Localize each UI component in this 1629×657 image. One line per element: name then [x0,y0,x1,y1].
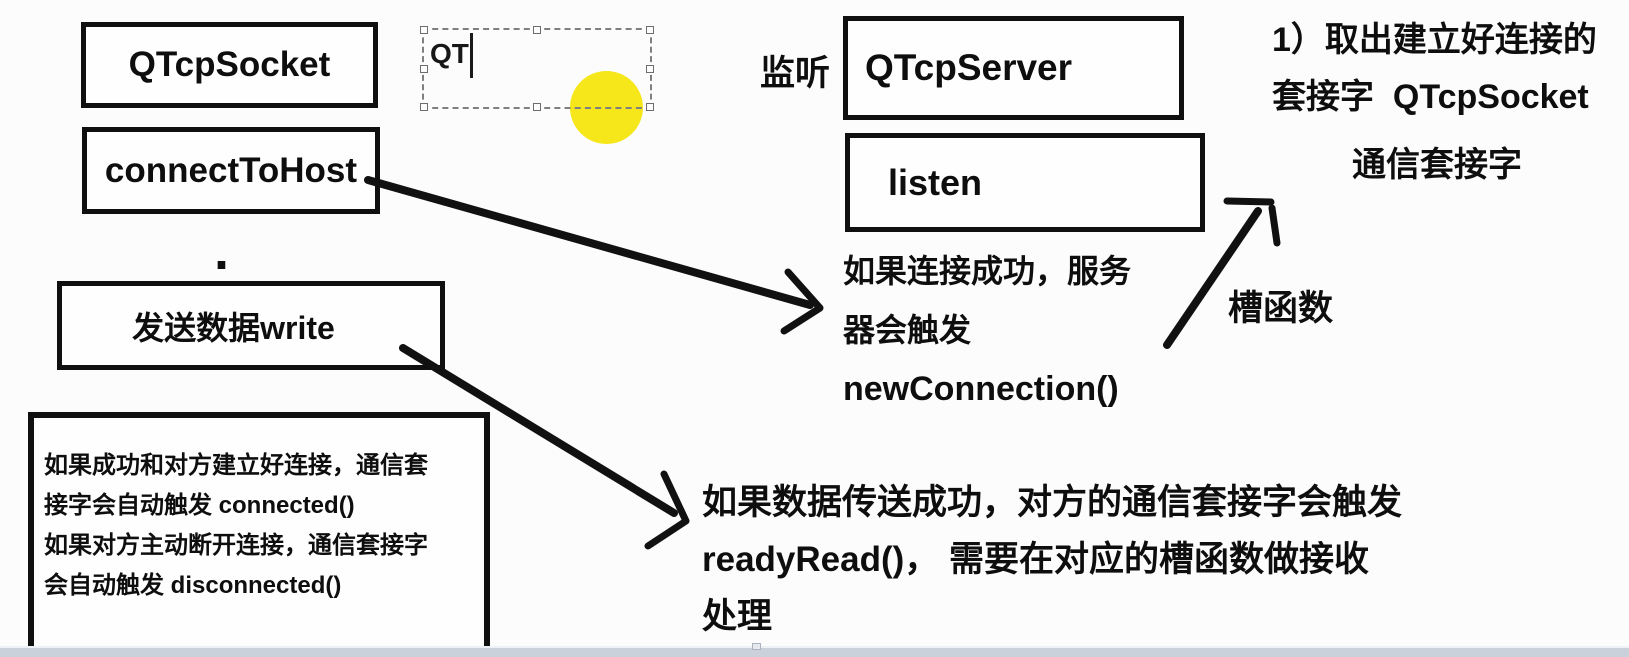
stray-period-mark: . [214,221,230,281]
connecttohost-label: connectToHost [104,150,358,190]
socket-signals-note-box: 如果成功和对方建立好连接，通信套 接字会自动触发 connected() 如果对… [28,412,490,657]
qtcpsocket-box: QTcpSocket [81,22,378,108]
text-cursor [470,33,473,78]
qtcpserver-label: QTcpServer [865,47,1073,88]
trigger-note-line-1: 如果连接成功，服务 [843,253,1132,289]
accept-note-line-2: 套接字 QTcpSocket [1272,78,1589,116]
listen-label: listen [888,161,983,203]
receive-note: 如果数据传送成功，对方的通信套接字会触发 readyRead()， 需要在对应的… [702,474,1402,645]
resize-handle-bottom-right[interactable] [646,103,654,111]
send-write-label: 发送数据write [132,309,335,346]
connecttohost-box: connectToHost [82,127,380,214]
receive-note-line-3: 处理 [702,597,773,636]
listen-tag-label: 监听 [760,54,831,93]
accept-note-line-1: 1）取出建立好连接的 [1272,21,1597,59]
listen-box: listen [845,133,1205,232]
resize-handle-middle-left[interactable] [420,64,428,73]
socket-note-line-3: 如果对方主动断开连接，通信套接字 [44,532,428,559]
horizontal-scrollbar[interactable] [0,643,1629,657]
resize-handle-top-left[interactable] [420,26,428,34]
resize-handle-bottom-middle[interactable] [533,103,541,111]
text-edit-selection-box[interactable]: QT [420,26,654,111]
resize-handle-middle-right[interactable] [646,64,654,73]
socket-note-line-4: 会自动触发 disconnected() [44,572,342,599]
trigger-note-line-2: 器会触发 [843,312,972,348]
scrollbar-thumb-handle[interactable] [752,643,761,650]
receive-note-line-1: 如果数据传送成功，对方的通信套接字会触发 [702,483,1403,522]
resize-handle-top-right[interactable] [646,26,654,34]
socket-note-line-1: 如果成功和对方建立好连接，通信套 [44,452,428,479]
accept-note-line-3: 通信套接字 [1352,146,1522,184]
text-edit-input[interactable]: QT [430,38,469,69]
qtcpsocket-label: QTcpSocket [128,45,331,84]
trigger-note-line-3: newConnection() [843,370,1119,408]
slot-function-label: 槽函数 [1228,289,1334,328]
receive-note-line-2: readyRead()， 需要在对应的槽函数做接收 [702,540,1370,579]
server-trigger-note: 如果连接成功，服务 器会触发 newConnection() [843,242,1131,419]
send-write-box: 发送数据write [57,281,445,370]
resize-handle-bottom-left[interactable] [420,103,428,111]
resize-handle-top-middle[interactable] [533,26,541,34]
socket-note-line-2: 接字会自动触发 connected() [44,492,355,519]
qtcpserver-box: QTcpServer [843,16,1184,120]
